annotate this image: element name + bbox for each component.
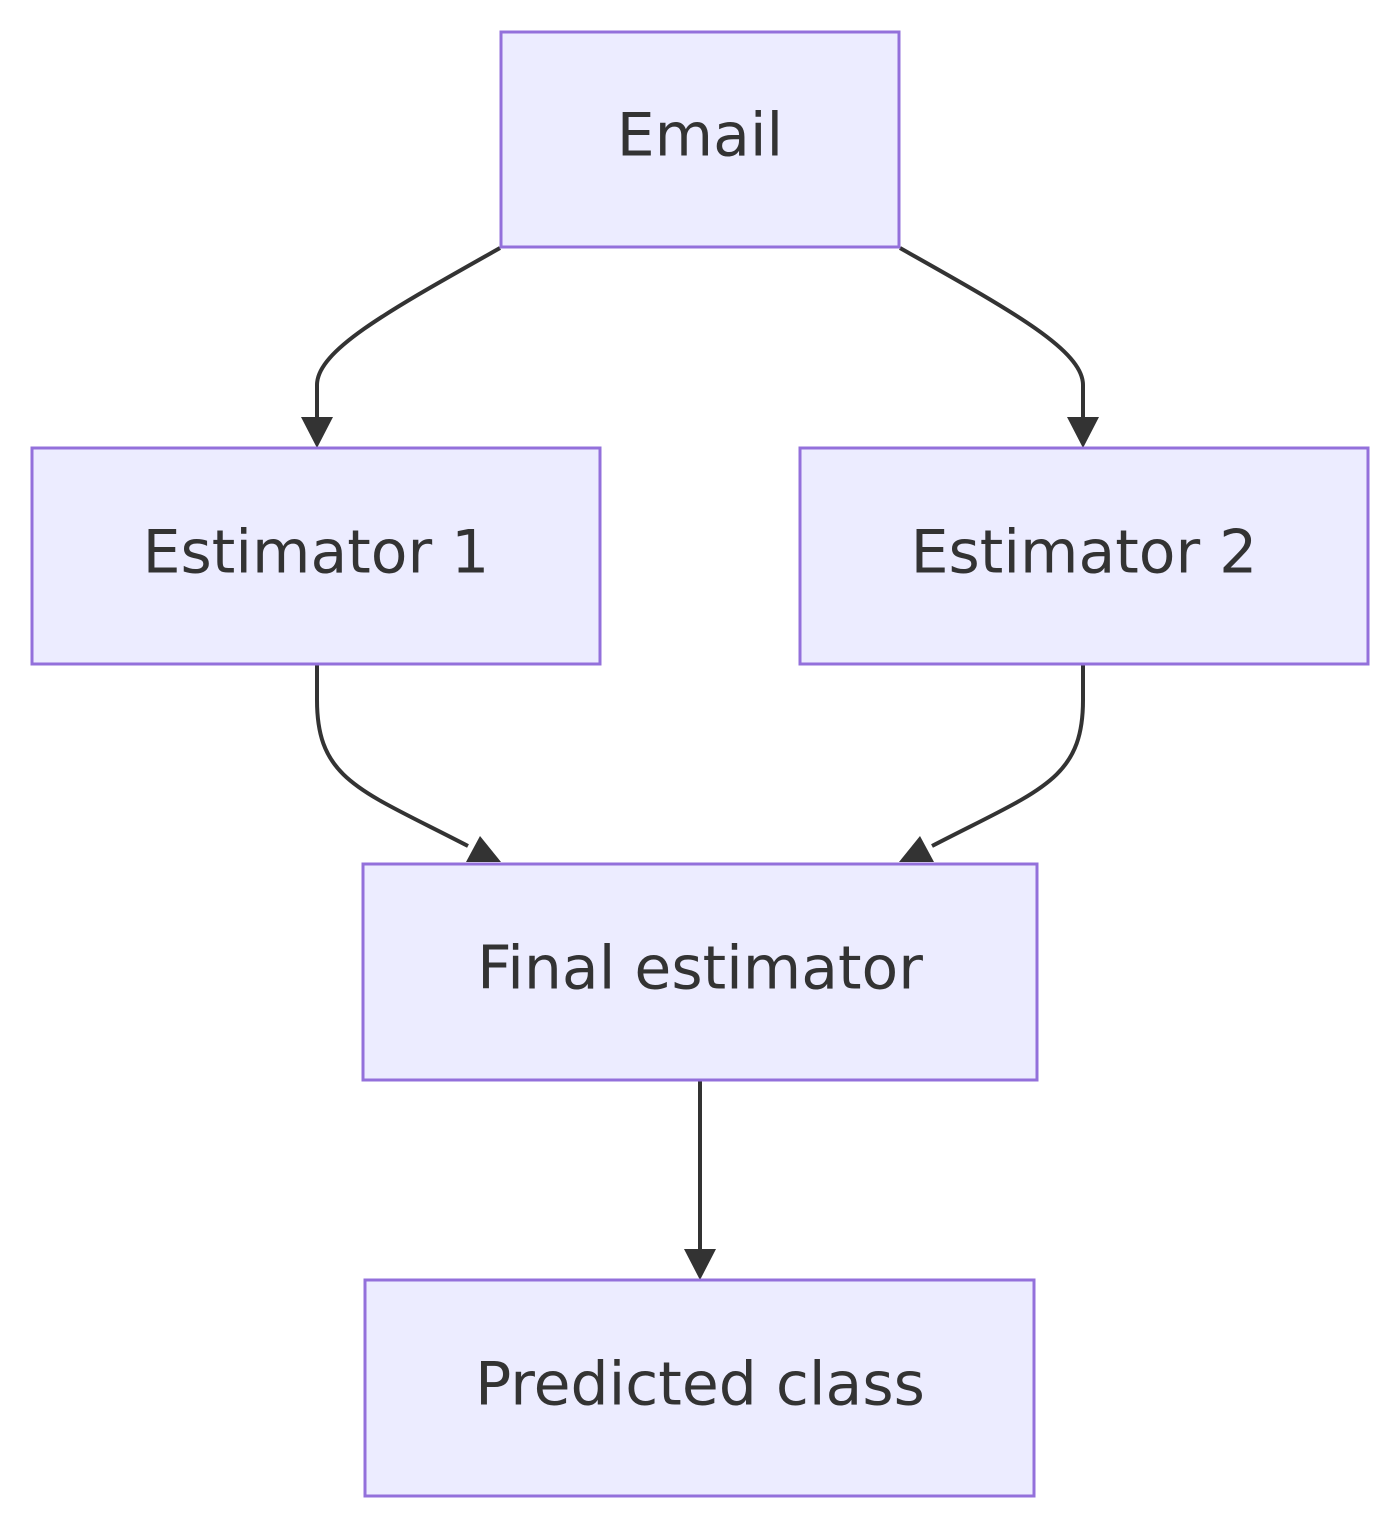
node-final-estimator: Final estimator — [361, 862, 1039, 1082]
node-email-box — [499, 30, 901, 249]
node-estimator-1-box — [30, 446, 602, 666]
edge-estimator-1-to-final-estimator — [315, 664, 469, 848]
node-email: Email — [499, 30, 901, 249]
node-final-estimator-label: Final estimator — [477, 934, 923, 1004]
edge-estimator-2-to-final-estimator — [931, 664, 1085, 848]
arrowhead-final-estimator-right — [899, 836, 934, 862]
arrowhead-estimator-2 — [1067, 417, 1099, 448]
node-final-estimator-box — [361, 862, 1039, 1082]
edge-email-to-estimator-2 — [899, 246, 1085, 420]
arrowhead-predicted-class — [684, 1249, 716, 1280]
node-estimator-2-box — [798, 446, 1370, 666]
node-estimator-1: Estimator 1 — [30, 446, 602, 666]
node-estimator-2: Estimator 2 — [798, 446, 1370, 666]
arrowhead-final-estimator-left — [466, 836, 501, 862]
node-email-label: Email — [617, 101, 783, 171]
node-estimator-2-label: Estimator 2 — [911, 518, 1258, 588]
node-predicted-class-box — [363, 1278, 1036, 1498]
edge-email-to-estimator-1 — [315, 246, 501, 420]
node-predicted-class: Predicted class — [363, 1278, 1036, 1498]
node-estimator-1-label: Estimator 1 — [143, 518, 490, 588]
arrowhead-estimator-1 — [301, 417, 333, 448]
edges — [301, 246, 1099, 1280]
node-predicted-class-label: Predicted class — [475, 1350, 925, 1420]
